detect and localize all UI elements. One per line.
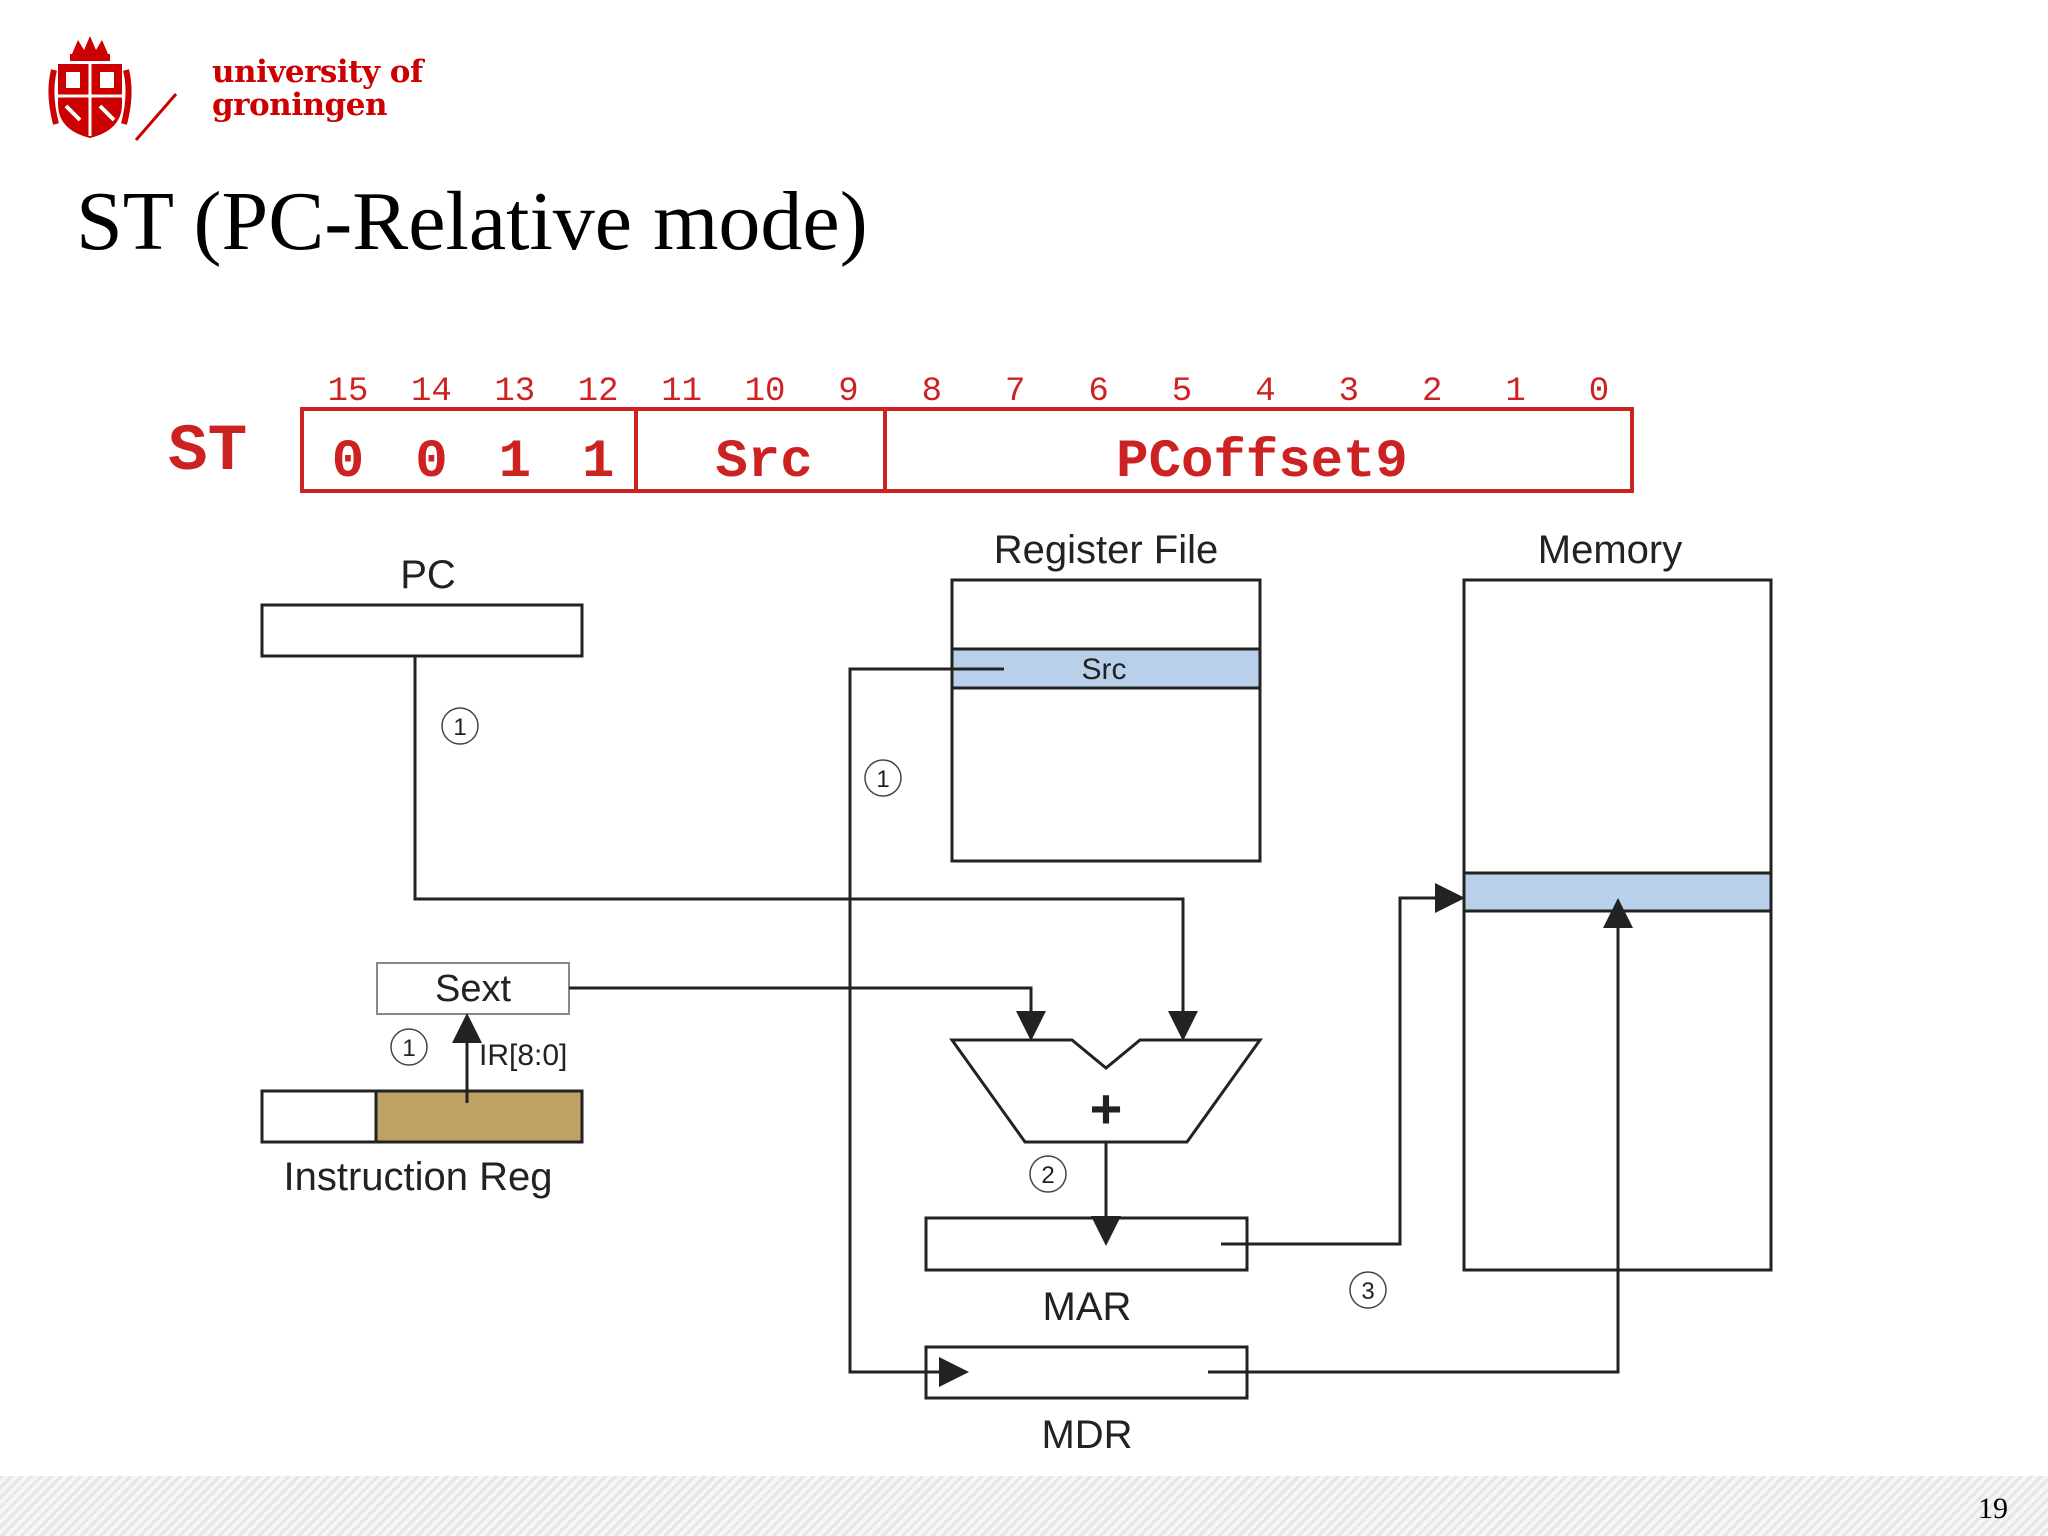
register-file-label: Register File (994, 528, 1219, 572)
bit-number-5: 5 (1172, 373, 1192, 411)
opcode-bit: 1 (499, 432, 531, 493)
instruction-format-box (300, 407, 1634, 493)
bit-number-3: 3 (1339, 373, 1359, 411)
instruction-reg-upper (260, 1089, 378, 1144)
register-src-label: Src (1082, 653, 1127, 686)
bit-number-15: 15 (328, 373, 369, 411)
wire-mar-to-memory (1221, 883, 1465, 1246)
mdr-register (924, 1345, 1249, 1400)
pc-label: PC (400, 553, 456, 597)
step-marker-pc: 1 (441, 707, 479, 745)
wire-mdr-to-memory (1208, 898, 1633, 1374)
svg-text:1: 1 (876, 766, 889, 793)
instruction-reg-offset-field (374, 1089, 584, 1144)
step-marker-memory: 3 (1349, 1271, 1387, 1309)
wire-pc-to-adder (413, 656, 1198, 1041)
university-crest-logo (48, 36, 178, 141)
opcode-name: ST (168, 414, 247, 489)
svg-text:2: 2 (1041, 1162, 1054, 1189)
footer-band (0, 1476, 2048, 1536)
wire-src-to-mdr (848, 667, 1004, 1387)
bit-number-10: 10 (745, 373, 786, 411)
page-title: ST (PC-Relative mode) (76, 175, 868, 268)
bit-number-8: 8 (922, 373, 942, 411)
wordmark-line-1: university of (212, 54, 423, 90)
mar-label: MAR (1043, 1285, 1132, 1329)
opcode-bit: 0 (415, 432, 447, 493)
mdr-label: MDR (1041, 1413, 1132, 1457)
ir-slice-label: IR[8:0] (479, 1039, 567, 1072)
bit-number-2: 2 (1422, 373, 1442, 411)
svg-text:1: 1 (453, 714, 466, 741)
field-src: Src (715, 432, 812, 493)
university-wordmark: university of groningen (212, 56, 423, 122)
field-pcoffset9: PCoffset9 (1116, 432, 1408, 493)
register-file (950, 578, 1262, 863)
memory-label: Memory (1538, 528, 1682, 572)
wordmark-line-2: groningen (212, 87, 387, 123)
instruction-reg-label: Instruction Reg (283, 1155, 552, 1199)
bit-number-1: 1 (1505, 373, 1525, 411)
svg-text:1: 1 (402, 1035, 415, 1062)
bit-number-0: 0 (1589, 373, 1609, 411)
bit-number-13: 13 (494, 373, 535, 411)
bit-number-14: 14 (411, 373, 452, 411)
mar-register (924, 1216, 1249, 1272)
opcode-bit: 0 (332, 432, 364, 493)
bit-number-4: 4 (1255, 373, 1275, 411)
step-marker-adder: 2 (1029, 1155, 1067, 1193)
page-number: 19 (1978, 1492, 2008, 1525)
opcode-bit: 1 (582, 432, 614, 493)
adder-plus-symbol: + (1090, 1077, 1123, 1140)
pc-register (260, 603, 584, 658)
sext-unit (376, 962, 570, 1015)
wire-sext-to-adder (569, 986, 1046, 1041)
step-marker-src: 1 (864, 759, 902, 797)
bit-number-12: 12 (578, 373, 619, 411)
address-adder (949, 1038, 1263, 1144)
bit-number-6: 6 (1088, 373, 1108, 411)
bit-number-9: 9 (838, 373, 858, 411)
svg-text:3: 3 (1361, 1278, 1374, 1305)
sext-label: Sext (435, 968, 511, 1010)
step-marker-ir: 1 (390, 1028, 428, 1066)
bit-number-7: 7 (1005, 373, 1025, 411)
bit-number-11: 11 (661, 373, 702, 411)
